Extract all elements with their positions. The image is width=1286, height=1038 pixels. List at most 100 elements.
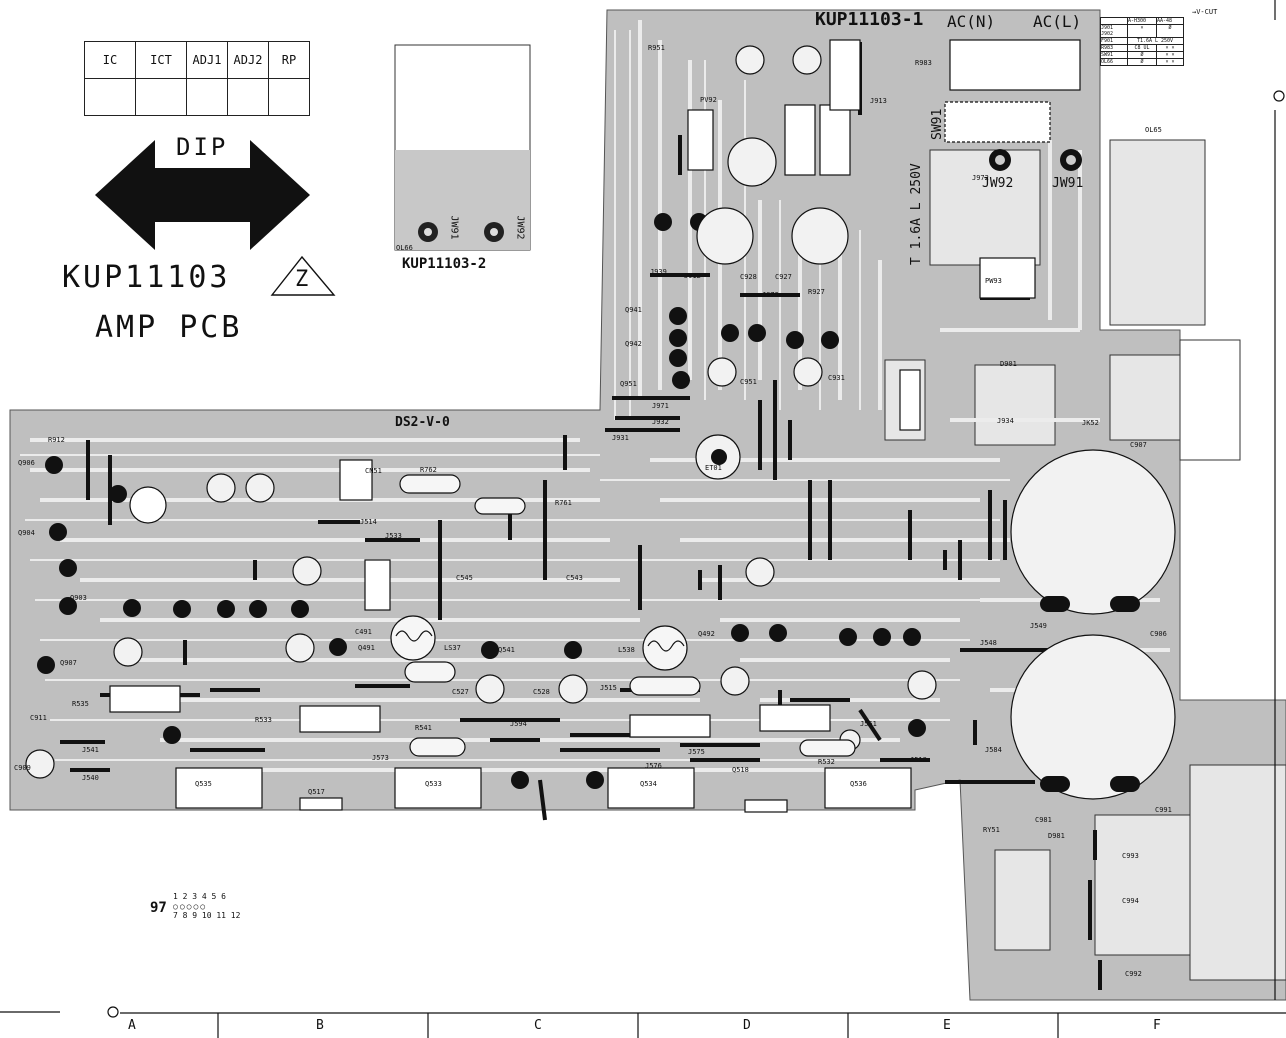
grid-col-f: F bbox=[1153, 1018, 1161, 1033]
option-col-adj1: ADJ1 bbox=[186, 41, 228, 79]
svg-text:J931: J931 bbox=[612, 434, 629, 442]
svg-text:LS37: LS37 bbox=[444, 644, 461, 652]
svg-text:Q533: Q533 bbox=[425, 780, 442, 788]
switch-label-sw91: SW91 bbox=[930, 108, 945, 140]
option-col-adj2: ADJ2 bbox=[227, 41, 269, 79]
spec-cell: Ø bbox=[1128, 52, 1157, 58]
option-cell bbox=[227, 78, 269, 116]
grid-col-d: D bbox=[743, 1018, 751, 1033]
svg-text:R983: R983 bbox=[915, 59, 932, 67]
svg-text:Q535: Q535 bbox=[195, 780, 212, 788]
svg-text:C931: C931 bbox=[828, 374, 845, 382]
option-col-rp: RP bbox=[268, 41, 310, 79]
svg-text:C906: C906 bbox=[1150, 630, 1167, 638]
svg-text:J576: J576 bbox=[645, 762, 662, 770]
spec-cell: SW91 bbox=[1101, 52, 1128, 58]
svg-text:C981: C981 bbox=[1035, 816, 1052, 824]
svg-text:J515: J515 bbox=[600, 684, 617, 692]
svg-text:JK52: JK52 bbox=[1082, 419, 1099, 427]
svg-text:D901: D901 bbox=[1000, 360, 1017, 368]
svg-text:C928: C928 bbox=[740, 273, 757, 281]
svg-text:Q907: Q907 bbox=[60, 659, 77, 667]
terminal-label-jw92: JW92 bbox=[982, 176, 1014, 191]
svg-text:J913: J913 bbox=[870, 97, 887, 105]
svg-text:R532: R532 bbox=[818, 758, 835, 766]
ac-neutral-label: AC(N) bbox=[947, 12, 996, 31]
main-board-code: KUP11103-1 bbox=[815, 9, 924, 30]
svg-text:J972: J972 bbox=[972, 174, 989, 182]
spec-cell: × × bbox=[1165, 45, 1175, 51]
option-table-empty-row bbox=[84, 78, 310, 116]
option-cell bbox=[268, 78, 310, 116]
pin-legend-dots: ○○○○○ bbox=[173, 902, 208, 911]
spec-cell: C8 UL bbox=[1128, 45, 1157, 51]
svg-text:R533: R533 bbox=[255, 716, 272, 724]
main-board-body bbox=[9, 9, 1286, 1001]
svg-text:C543: C543 bbox=[566, 574, 583, 582]
svg-text:J594: J594 bbox=[510, 720, 527, 728]
spec-cell: R983 bbox=[1101, 45, 1128, 51]
board-title: KUP11103 bbox=[62, 260, 231, 295]
terminal-pads bbox=[711, 149, 1082, 465]
svg-text:D981: D981 bbox=[1048, 832, 1065, 840]
svg-text:J533: J533 bbox=[385, 532, 402, 540]
svg-text:C907: C907 bbox=[1130, 441, 1147, 449]
svg-text:J551: J551 bbox=[860, 720, 877, 728]
spec-cell: Ø bbox=[1128, 59, 1157, 65]
vcut-label: →V-CUT bbox=[1192, 8, 1218, 16]
svg-text:C951: C951 bbox=[740, 378, 757, 386]
svg-text:J584: J584 bbox=[985, 746, 1002, 754]
svg-text:R912: R912 bbox=[48, 436, 65, 444]
spec-table-row: J901 J902 × Ø bbox=[1101, 25, 1183, 38]
spec-cell: × bbox=[1128, 25, 1157, 37]
spec-cell: T1.6A L 250V bbox=[1136, 38, 1174, 44]
spec-table-row: R983 C8 UL × × bbox=[1101, 45, 1183, 52]
svg-text:Q517: Q517 bbox=[308, 788, 325, 796]
power-transistor-footprints bbox=[109, 39, 1081, 813]
sub-board-label-ol66: OL66 bbox=[396, 244, 413, 252]
grid-col-a: A bbox=[128, 1018, 136, 1033]
dip-label: DIP bbox=[176, 133, 229, 161]
option-col-ict: ICT bbox=[135, 41, 187, 79]
svg-text:Q536: Q536 bbox=[850, 780, 867, 788]
svg-text:R541: R541 bbox=[415, 724, 432, 732]
sub-board-outline bbox=[394, 44, 531, 251]
board-subtitle: AMP PCB bbox=[95, 310, 243, 345]
svg-text:L538: L538 bbox=[618, 646, 635, 654]
spec-table-row: OL66 Ø × × bbox=[1101, 59, 1183, 65]
option-cell bbox=[84, 78, 136, 116]
grid-col-e: E bbox=[943, 1018, 951, 1033]
sub-board-code: KUP11103-2 bbox=[402, 256, 487, 272]
svg-text:J549: J549 bbox=[1030, 622, 1047, 630]
pin-legend-top: 1 2 3 4 5 6 bbox=[173, 892, 226, 901]
spec-header-cell bbox=[1101, 18, 1128, 24]
safety-mark: DS2-V-0 bbox=[395, 415, 450, 430]
svg-text:CN51: CN51 bbox=[365, 467, 382, 475]
spec-cell: × × bbox=[1165, 52, 1175, 58]
option-cell bbox=[186, 78, 228, 116]
pin-legend-bottom: 7 8 9 10 11 12 bbox=[173, 911, 241, 920]
svg-text:Q904: Q904 bbox=[18, 529, 35, 537]
svg-text:ET01: ET01 bbox=[705, 464, 722, 472]
svg-text:J514: J514 bbox=[360, 518, 377, 526]
svg-text:PW93: PW93 bbox=[985, 277, 1002, 285]
svg-text:J575: J575 bbox=[688, 748, 705, 756]
spec-table-row: SW91 Ø × × bbox=[1101, 52, 1183, 59]
svg-text:J971: J971 bbox=[652, 402, 669, 410]
grid-col-b: B bbox=[316, 1018, 324, 1033]
fuse-rating: T 1.6A L 250V bbox=[909, 163, 924, 265]
coils bbox=[390, 474, 856, 757]
svg-text:C927: C927 bbox=[775, 273, 792, 281]
spec-table: A-H300 AA-48 J901 J902 × Ø F901 T1.6A L … bbox=[1100, 17, 1184, 66]
ac-live-label: AC(L) bbox=[1033, 12, 1082, 31]
sub-board-label-jw92: JW92 bbox=[514, 215, 526, 240]
svg-text:Q941: Q941 bbox=[625, 306, 642, 314]
svg-text:PV92: PV92 bbox=[700, 96, 717, 104]
svg-text:C491: C491 bbox=[355, 628, 372, 636]
option-table-header: IC ICT ADJ1 ADJ2 RP bbox=[84, 41, 310, 79]
warning-triangle-icon bbox=[270, 255, 336, 296]
svg-text:R535: R535 bbox=[72, 700, 89, 708]
spec-table-row: F901 T1.6A L 250V bbox=[1101, 38, 1183, 45]
svg-text:Q903: Q903 bbox=[70, 594, 87, 602]
